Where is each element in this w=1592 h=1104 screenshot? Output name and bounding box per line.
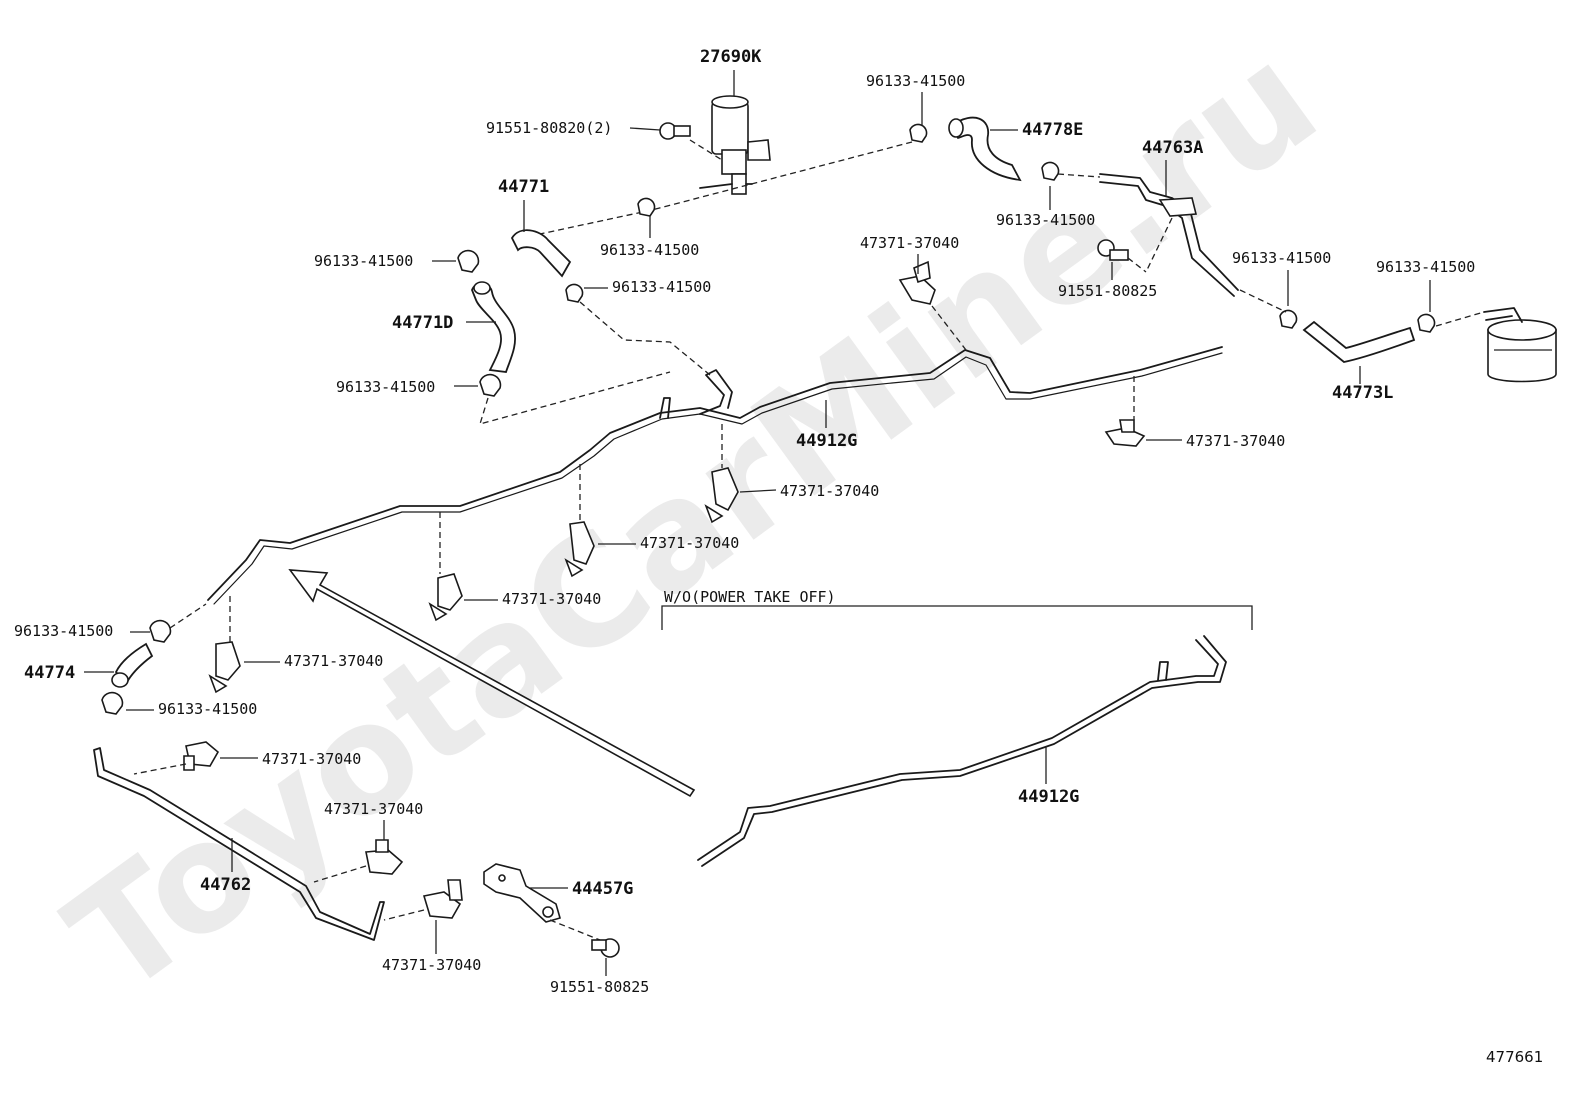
- label-91551-80820: 91551-80820(2): [486, 119, 612, 137]
- label-clamp-d: 96133-41500: [612, 278, 711, 296]
- label-clamp-h: 96133-41500: [1376, 258, 1475, 276]
- label-clip-c3: 47371-37040: [502, 590, 601, 608]
- label-clamp-g: 96133-41500: [1232, 249, 1331, 267]
- hose-44778e: [948, 116, 1022, 182]
- label-44457g: 44457G: [572, 879, 633, 899]
- hose-44771d: [471, 281, 516, 373]
- label-clip-top: 47371-37040: [860, 234, 959, 252]
- bolt-91551-80820: [659, 122, 723, 161]
- clamp-f: [479, 373, 502, 397]
- alt-fuel-pipe: [697, 635, 1227, 867]
- label-clip-l4: 47371-37040: [382, 956, 481, 974]
- label-clip-c2: 47371-37040: [640, 534, 739, 552]
- label-clamp-c: 96133-41500: [600, 241, 699, 259]
- label-clamp-e: 96133-41500: [314, 252, 413, 270]
- bolt-mid: [1097, 239, 1147, 273]
- bracket-44457g: [483, 863, 561, 923]
- label-clip-l1: 47371-37040: [284, 652, 383, 670]
- charcoal-canister: [1483, 307, 1557, 383]
- clamp-e: [457, 249, 480, 273]
- label-bolt-bottom: 91551-80825: [550, 978, 649, 996]
- label-bolt-mid: 91551-80825: [1058, 282, 1157, 300]
- label-clip-l3: 47371-37040: [324, 800, 423, 818]
- label-clamp-j: 96133-41500: [14, 622, 113, 640]
- label-44778e: 44778E: [1022, 120, 1083, 140]
- label-44763a: 44763A: [1142, 138, 1203, 158]
- diagram-id: 477661: [1486, 1048, 1543, 1066]
- clamp-h: [1417, 313, 1436, 333]
- clamp-b: [1041, 161, 1060, 181]
- clamp-d: [565, 283, 584, 303]
- label-wo-pto: W/O(POWER TAKE OFF): [664, 588, 836, 606]
- pipe-44763a: [1099, 173, 1239, 297]
- label-clip-c1: 47371-37040: [780, 482, 879, 500]
- label-clamp-b: 96133-41500: [996, 211, 1095, 229]
- label-44774: 44774: [24, 663, 75, 683]
- hose-44774: [111, 642, 154, 688]
- wo-pto-bracket: [661, 605, 1253, 630]
- hose-44771: [510, 229, 572, 278]
- label-44912g-main: 44912G: [796, 431, 857, 451]
- label-44912g-alt: 44912G: [1018, 787, 1079, 807]
- label-clamp-a: 96133-41500: [866, 72, 965, 90]
- label-clamp-f: 96133-41500: [336, 378, 435, 396]
- bolt-bottom: [591, 938, 620, 958]
- label-clip-right: 47371-37040: [1186, 432, 1285, 450]
- label-clamp-k: 96133-41500: [158, 700, 257, 718]
- pipe-44762: [93, 747, 385, 941]
- vsv-valve: [699, 95, 771, 195]
- clip-center-3: [428, 573, 463, 622]
- hose-44773l: [1302, 320, 1416, 363]
- clip-center-2: [564, 521, 595, 578]
- clip-left-1: [208, 641, 241, 694]
- clamp-k: [101, 691, 124, 715]
- clip-left-4: [422, 879, 463, 919]
- label-44771: 44771: [498, 177, 549, 197]
- clip-left-3: [365, 839, 404, 875]
- label-clip-l2: 47371-37040: [262, 750, 361, 768]
- clip-center-1: [704, 467, 739, 524]
- label-44773l: 44773L: [1332, 383, 1393, 403]
- label-27690k: 27690K: [700, 47, 762, 67]
- clip-right: [1104, 419, 1146, 447]
- direction-arrow: [288, 569, 696, 798]
- clamp-c: [637, 197, 656, 217]
- clamp-j: [149, 619, 172, 643]
- clip-left-2: [183, 741, 220, 771]
- label-44771d: 44771D: [392, 313, 453, 333]
- main-fuel-pipe: [207, 346, 1223, 601]
- clamp-a: [909, 123, 928, 143]
- label-44762: 44762: [200, 875, 251, 895]
- clamp-g: [1279, 309, 1298, 329]
